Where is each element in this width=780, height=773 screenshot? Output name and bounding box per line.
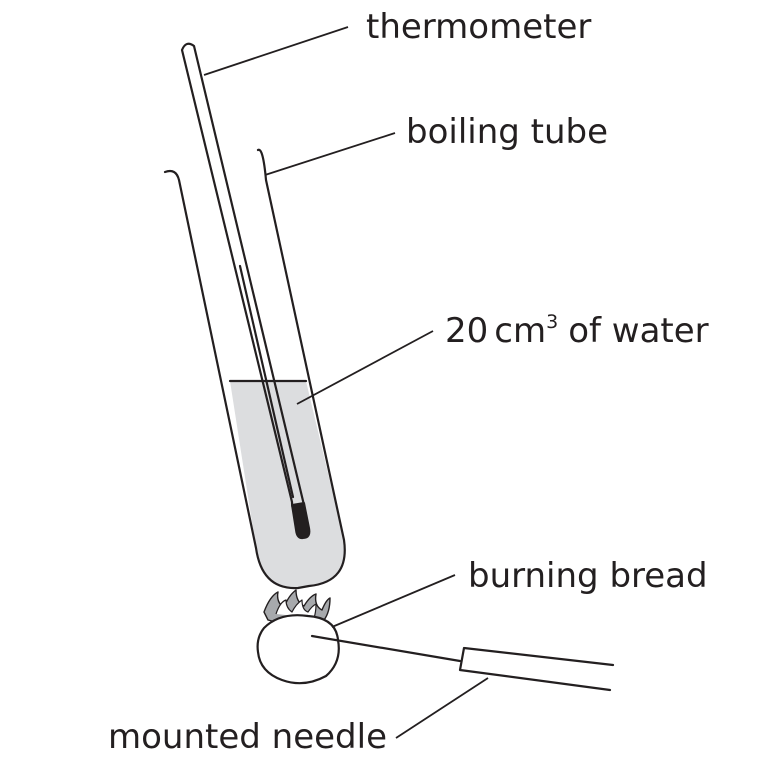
label-mounted-needle: mounted needle: [108, 717, 387, 757]
water-unit-power: 3: [546, 311, 558, 333]
leader-water: [296, 330, 434, 405]
flame: [263, 589, 331, 625]
boiling-tube: [163, 148, 346, 590]
water-rest: of water: [568, 311, 708, 351]
mounted-needle: [310, 634, 615, 692]
leader-mounted-needle: [395, 677, 489, 739]
bread: [256, 614, 340, 685]
label-thermometer: thermometer: [366, 7, 591, 47]
leader-thermometer: [203, 26, 349, 76]
leader-boiling-tube: [264, 132, 396, 176]
water-amount: 20: [445, 311, 488, 351]
label-burning-bread: burning bread: [468, 556, 708, 596]
leader-burning-bread: [331, 574, 456, 628]
water-unit: cm: [494, 311, 546, 351]
thermometer-bulb: [291, 502, 311, 540]
label-boiling-tube: boiling tube: [406, 112, 608, 152]
thermometer-capillary: [238, 264, 295, 499]
